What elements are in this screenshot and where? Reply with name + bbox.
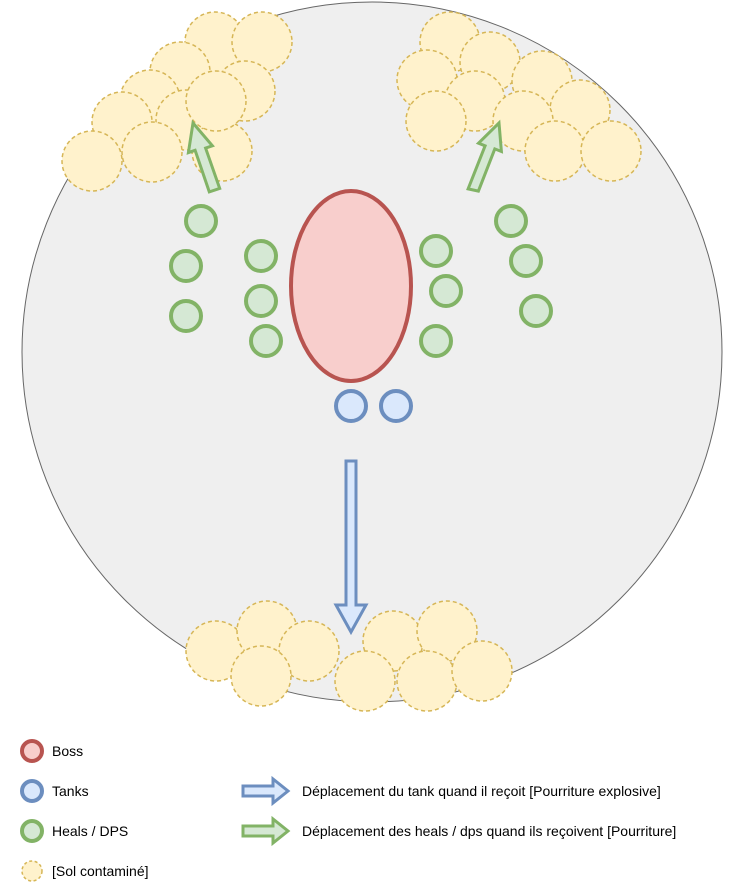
heal-dps [419,324,453,358]
heal-dps [169,299,203,333]
arrow-right-icon [241,815,291,847]
legend-heals-dps-label: Heals / DPS [52,823,128,839]
ground-patch [278,620,340,682]
heal-dps [494,204,528,238]
tanks [334,389,413,423]
heals-dps [169,204,553,358]
tank [334,389,368,423]
legend-item-boss: Boss [20,739,83,763]
ground-patch [121,121,183,183]
heal-dps [244,284,278,318]
legend-ground-symbol [21,860,43,882]
arrow-right-icon [241,775,291,807]
tank-move-arrow [333,459,369,636]
legend-item-contaminated-ground: [Sol contaminé] [21,860,149,882]
legend-item-tank-move: Déplacement du tank quand il reçoit [Pou… [241,775,661,807]
ground-patch [396,650,458,712]
heal-dps [184,204,218,238]
ground-patch [334,650,396,712]
heal-dps [169,249,203,283]
legend-item-tanks: Tanks [20,779,89,803]
legend-boss-symbol [20,739,44,763]
boss [289,189,413,383]
ground-patch [416,600,478,662]
heal-dps [519,294,553,328]
legend-tank-symbol [20,779,44,803]
ground-patch [451,640,513,702]
contaminated-ground-top-left [61,11,293,192]
legend-boss-label: Boss [52,743,83,759]
contaminated-ground-bottom [185,600,513,712]
ground-patch [230,645,292,707]
legend-heal-symbol [20,819,44,843]
contaminated-ground-top-right [396,11,642,182]
heal-dps [419,234,453,268]
ground-patch [580,120,642,182]
legend-item-heals-move: Déplacement des heals / dps quand ils re… [241,815,676,847]
ground-patch [231,11,293,73]
legend-ground-label: [Sol contaminé] [52,863,149,879]
legend-item-heals-dps: Heals / DPS [20,819,128,843]
ground-patch [524,120,586,182]
heal-dps [249,324,283,358]
ground-patch [405,90,467,152]
legend-heals-move-label: Déplacement des heals / dps quand ils re… [302,823,676,839]
heal-dps [509,244,543,278]
heals-move-arrow-left [186,119,222,194]
heal-dps [429,274,463,308]
legend: Boss Tanks Heals / DPS [Sol contaminé] D… [20,739,676,882]
ground-patch [61,130,123,192]
ground-patch [185,70,247,132]
legend-tanks-label: Tanks [52,783,89,799]
legend-tank-move-label: Déplacement du tank quand il reçoit [Pou… [302,783,661,799]
heals-move-arrow-right [466,119,504,193]
tank [379,389,413,423]
heal-dps [244,239,278,273]
